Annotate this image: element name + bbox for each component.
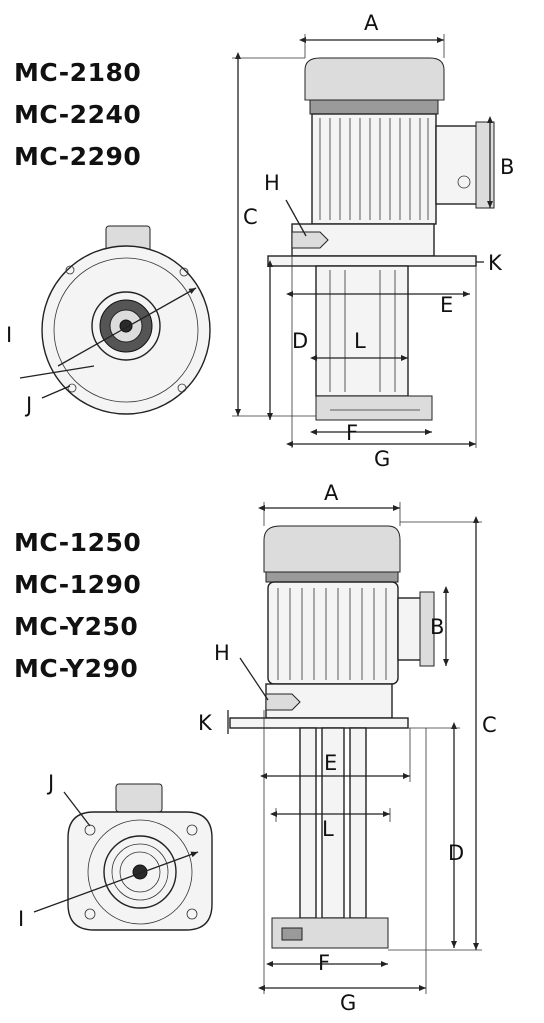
dim-label-d: D (448, 841, 464, 865)
dim-label-h: H (214, 641, 230, 665)
dim-label-d: D (292, 329, 308, 353)
dim-label-j: J (46, 771, 54, 795)
top-view-bottom: J I (18, 771, 213, 931)
dim-label-l: L (354, 329, 366, 353)
dim-label-j: J (24, 393, 32, 417)
model-label: MC-2180 (14, 58, 142, 87)
dim-label-f: F (346, 421, 358, 445)
dim-label-k: K (198, 711, 213, 735)
dim-label-e: E (440, 293, 453, 317)
dim-label-a: A (364, 11, 379, 35)
dim-label-f: F (318, 951, 330, 975)
dim-label-g: G (374, 447, 390, 471)
dim-label-l: L (322, 817, 334, 841)
dim-label-b: B (430, 615, 444, 639)
side-view-bottom: A B C H K E L D F G (198, 481, 497, 1015)
dim-label-e: E (324, 751, 337, 775)
dim-label-i: I (18, 907, 24, 931)
dim-label-h: H (264, 171, 280, 195)
dim-label-i: I (6, 323, 12, 347)
dim-label-a: A (324, 481, 339, 505)
model-label: MC-2290 (14, 142, 142, 171)
dim-label-c: C (482, 713, 497, 737)
dim-label-g: G (340, 991, 356, 1015)
dim-label-k: K (488, 251, 503, 275)
model-label: MC-Y290 (14, 654, 139, 683)
model-label: MC-Y250 (14, 612, 139, 641)
top-view-top: I J (6, 225, 211, 417)
dim-label-c: C (243, 205, 258, 229)
model-label: MC-1250 (14, 528, 142, 557)
model-label: MC-2240 (14, 100, 142, 129)
side-view-top: A B C H K E D L F G (232, 11, 514, 471)
dim-label-b: B (500, 155, 514, 179)
model-label: MC-1290 (14, 570, 142, 599)
